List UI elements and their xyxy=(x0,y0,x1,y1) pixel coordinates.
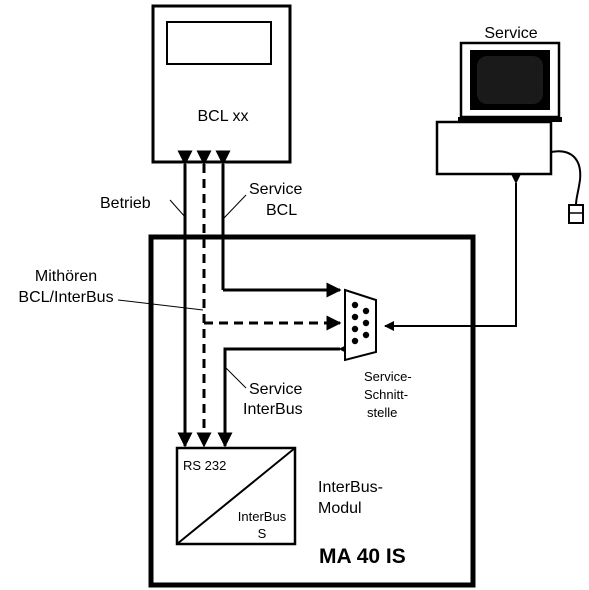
service-interbus-label-2: InterBus xyxy=(243,401,303,418)
service-bcl-label-1: Service xyxy=(249,181,302,198)
interbus-module: RS 232 InterBus S xyxy=(177,448,295,544)
bcl-device: BCL xx xyxy=(153,6,290,162)
ma40is-label: MA 40 IS xyxy=(319,545,406,568)
service-bcl-label-2: BCL xyxy=(266,202,297,219)
interbus-modul-label-1: InterBus- xyxy=(318,479,383,496)
service-pc-link xyxy=(385,183,516,326)
mithoeren-leader xyxy=(118,300,203,310)
service-connector-icon xyxy=(345,290,376,360)
interbus-s-label-2: S xyxy=(258,526,267,541)
rs232-label: RS 232 xyxy=(183,458,226,473)
bcl-device-label: BCL xx xyxy=(198,108,249,125)
interbus-s-label-1: InterBus xyxy=(238,509,287,524)
service-pc-label: Service xyxy=(484,25,537,42)
betrieb-label: Betrieb xyxy=(100,195,151,212)
service-interbus-leader xyxy=(226,368,246,388)
mithoeren-label-2: BCL/InterBus xyxy=(18,289,113,306)
schnittstelle-label-3: stelle xyxy=(367,405,397,420)
schnittstelle-label-2: Schnitt- xyxy=(364,387,408,402)
mithoeren-label-1: Mithören xyxy=(35,268,97,285)
mouse-cable xyxy=(551,151,580,205)
schnittstelle-label-1: Service- xyxy=(364,369,412,384)
service-bcl-leader xyxy=(224,195,246,218)
service-interbus-label-1: Service xyxy=(249,381,302,398)
service-pc: Service xyxy=(437,25,583,223)
interbus-modul-label-2: Modul xyxy=(318,500,362,517)
mouse-icon xyxy=(569,205,583,223)
